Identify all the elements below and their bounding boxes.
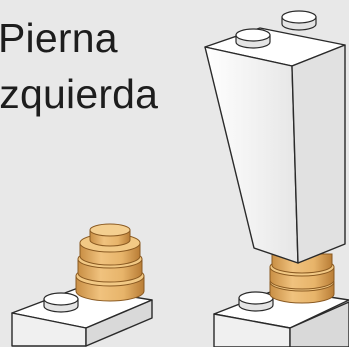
right-white-slope-brick [204,27,346,264]
title-line-2: izquierda [0,71,159,117]
left-tan-round-stack [75,223,145,302]
left-step-assembly [11,223,153,347]
right-slope-studs [235,10,317,49]
left-plate-stud [43,292,79,313]
right-plate-stud [238,291,274,312]
title-line-1: Pierna [0,15,118,61]
right-step-assembly [204,10,349,347]
